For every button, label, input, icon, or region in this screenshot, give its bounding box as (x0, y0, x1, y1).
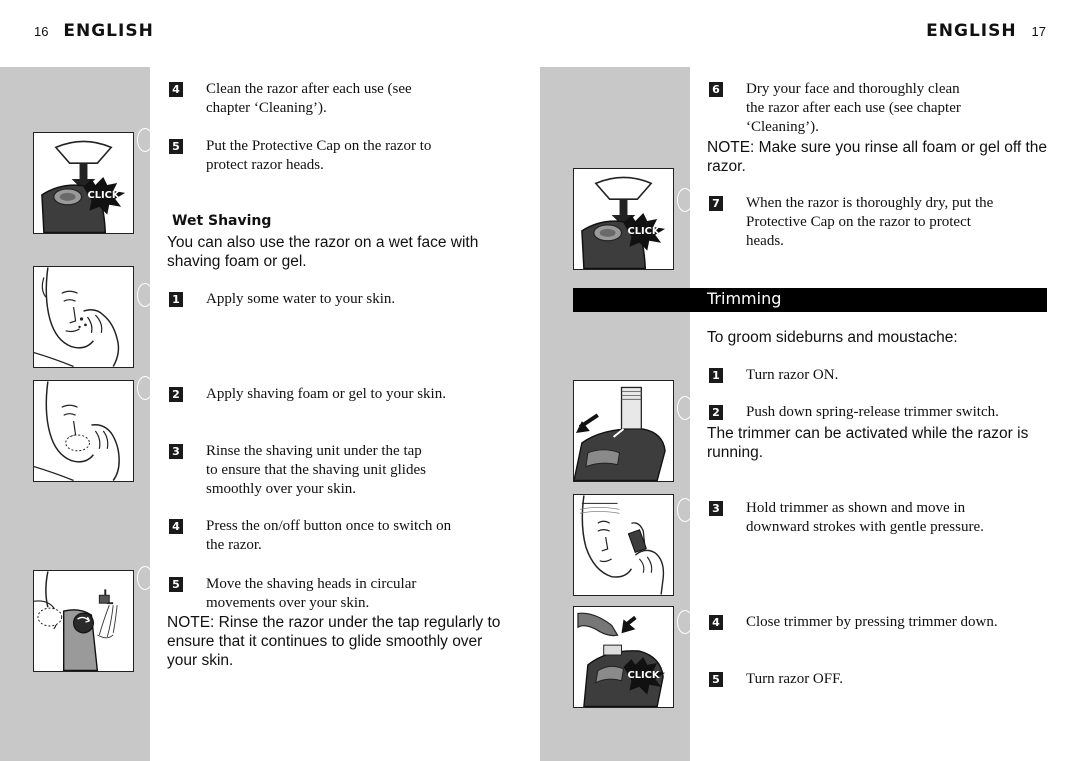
foam-note: NOTE: Make sure you rinse all foam or ge… (707, 139, 1048, 175)
click-label: CLICK (627, 670, 659, 681)
left-page-header: 16 ENGLISH (34, 21, 154, 41)
step-text: Close trimmer by pressing trimmer down. (746, 614, 998, 630)
step-number: 5 (709, 672, 723, 687)
figure-marker (677, 396, 693, 420)
step-text: Press the on/off button once to switch o… (206, 518, 452, 553)
trimmer-close-figure: CLICK (573, 606, 674, 708)
figure-marker (677, 498, 693, 522)
step-text: Rinse the shaving unit under the tap to … (206, 443, 426, 497)
step-number: 4 (709, 615, 723, 630)
rinse-razor-figure (33, 570, 134, 672)
step-number: 7 (709, 196, 723, 211)
foam-on-skin-figure (33, 380, 134, 482)
trimmer-open-figure (573, 380, 674, 482)
trimmer-note: The trimmer can be activated while the r… (707, 425, 1029, 461)
step-text: When the razor is thoroughly dry, put th… (746, 195, 994, 249)
step-number: 2 (709, 405, 723, 420)
step-text: Dry your face and thoroughly clean the r… (746, 81, 961, 135)
step-number: 6 (709, 82, 723, 97)
step-text: Push down spring-release trimmer switch. (746, 404, 999, 420)
figure-marker (677, 610, 693, 634)
water-on-skin-figure (33, 266, 134, 368)
rinse-note: NOTE: Rinse the razor under the tap regu… (167, 614, 501, 669)
step-number: 3 (169, 444, 183, 459)
wet-shaving-title: Wet Shaving (172, 213, 272, 229)
left-page-number: 16 (34, 24, 49, 39)
figure-marker (137, 128, 153, 152)
step-text: Hold trimmer as shown and move in downwa… (746, 500, 984, 535)
step-number: 2 (169, 387, 183, 402)
right-page-number: 17 (1031, 24, 1046, 39)
trimming-title-bar: Trimming (573, 288, 1047, 312)
step-number: 4 (169, 519, 183, 534)
step-text: Apply shaving foam or gel to your skin. (206, 386, 446, 402)
step-number: 3 (709, 501, 723, 516)
step-text: Move the shaving heads in circular movem… (206, 576, 417, 611)
step-text: Apply some water to your skin. (206, 291, 396, 307)
right-page-header: ENGLISH 17 (926, 21, 1046, 41)
step-text: Clean the razor after each use (see chap… (206, 81, 412, 116)
step-text: Put the Protective Cap on the razor to p… (206, 138, 432, 173)
step-number: 1 (169, 292, 183, 307)
click-label: CLICK (627, 226, 659, 237)
figure-marker (137, 283, 153, 307)
protective-cap-figure: CLICK (573, 168, 674, 270)
step-number: 1 (709, 368, 723, 383)
right-header-title: ENGLISH (926, 21, 1017, 41)
left-header-title: ENGLISH (63, 21, 154, 41)
step-number: 5 (169, 577, 183, 592)
protective-cap-figure: CLICK (33, 132, 134, 234)
step-number: 4 (169, 82, 183, 97)
step-text: Turn razor ON. (746, 367, 839, 383)
click-label: CLICK (87, 190, 119, 201)
wet-shaving-intro: You can also use the razor on a wet face… (167, 234, 479, 270)
trimming-intro: To groom sideburns and moustache: (707, 329, 958, 346)
trimmer-sideburn-figure (573, 494, 674, 596)
step-text: Turn razor OFF. (746, 671, 844, 687)
figure-marker (677, 188, 693, 212)
figure-marker (137, 376, 153, 400)
figure-marker (137, 566, 153, 590)
step-number: 5 (169, 139, 183, 154)
